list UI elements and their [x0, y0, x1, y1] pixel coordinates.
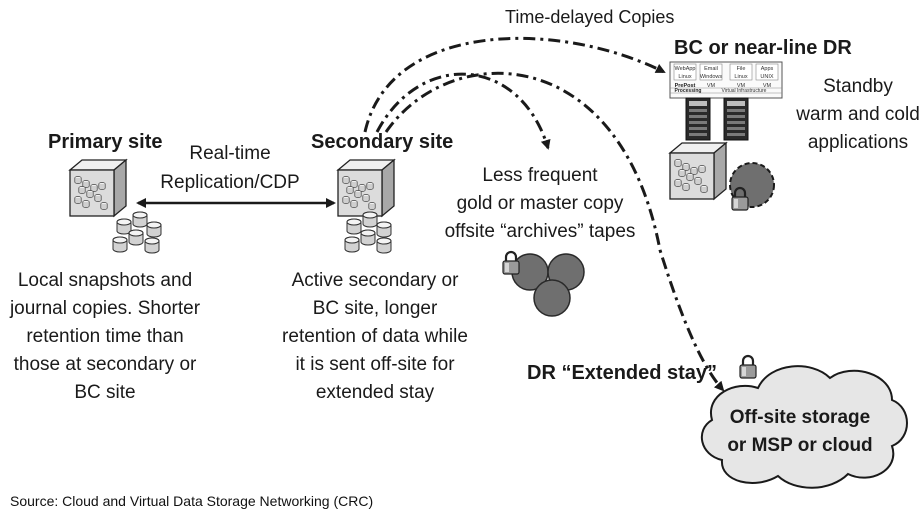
primary-desc-line-2: journal copies. Shorter	[9, 298, 201, 319]
archives-line-3: offsite “archives” tapes	[444, 221, 636, 242]
standby-line-3: applications	[807, 132, 909, 153]
replication-label-1: Real-time	[189, 143, 271, 164]
bc-storage-icon	[670, 143, 775, 208]
time-delayed-copies-label: Time-delayed Copies	[505, 7, 675, 27]
secondary-site-title: Secondary site	[311, 131, 454, 153]
primary-desc-line-4: those at secondary or	[13, 354, 197, 375]
primary-site-title: Primary site	[48, 131, 163, 153]
source-caption: Source: Cloud and Virtual Data Storage N…	[10, 493, 374, 509]
time-delayed-arrow-dr	[384, 71, 725, 392]
offsite-cloud-icon	[700, 365, 908, 489]
secondary-desc-line-4: it is sent off-site for	[295, 354, 455, 375]
grid-app-email: Email	[704, 66, 718, 72]
replication-label-2: Replication/CDP	[160, 172, 300, 193]
bc-vm-grid: WebApp Email File Apps Linux Windows Lin…	[669, 61, 783, 99]
grid-os-linux-2: Linux	[734, 74, 747, 80]
archives-line-2: gold or master copy	[456, 193, 624, 214]
time-delayed-arrow-archives	[375, 72, 551, 150]
cloud-line-2: or MSP or cloud	[727, 435, 873, 456]
archive-tapes-icon	[511, 253, 585, 317]
grid-os-unix: UNIX	[760, 74, 773, 80]
grid-app-file: File	[737, 66, 746, 72]
cloud-lock-icon	[738, 354, 758, 380]
archive-lock-icon	[501, 250, 521, 276]
grid-os-linux: Linux	[678, 74, 691, 80]
grid-processing: Processing	[675, 88, 702, 94]
grid-vm-3: VM	[763, 83, 772, 89]
secondary-desc-line-1: Active secondary or	[291, 270, 459, 291]
grid-app-webapp: WebApp	[675, 66, 696, 72]
grid-virtual-infrastructure: Virtual Infrastructure	[722, 88, 767, 94]
dr-extended-stay-label: DR “Extended stay”	[527, 362, 718, 384]
grid-vm-1: VM	[707, 83, 716, 89]
primary-desc-line-5: BC site	[74, 382, 136, 403]
grid-prepost: PrePost	[675, 83, 696, 89]
secondary-desc-line-5: extended stay	[315, 382, 435, 403]
grid-os-windows: Windows	[700, 74, 723, 80]
primary-desc-line-3: retention time than	[26, 326, 184, 347]
secondary-desc-line-3: retention of data while	[282, 326, 468, 347]
bc-servers-icon	[685, 97, 749, 141]
cloud-line-1: Off-site storage	[729, 407, 871, 428]
time-delayed-arrow-bc	[363, 37, 666, 133]
primary-desc-line-1: Local snapshots and	[17, 270, 193, 291]
standby-line-1: Standby	[823, 76, 893, 97]
bc-title: BC or near-line DR	[674, 37, 852, 59]
standby-line-2: warm and cold	[796, 104, 920, 125]
grid-vm-2: VM	[737, 83, 746, 89]
secondary-desc-line-2: BC site, longer	[312, 298, 438, 319]
grid-app-apps: Apps	[761, 66, 774, 72]
archives-line-1: Less frequent	[482, 165, 598, 186]
